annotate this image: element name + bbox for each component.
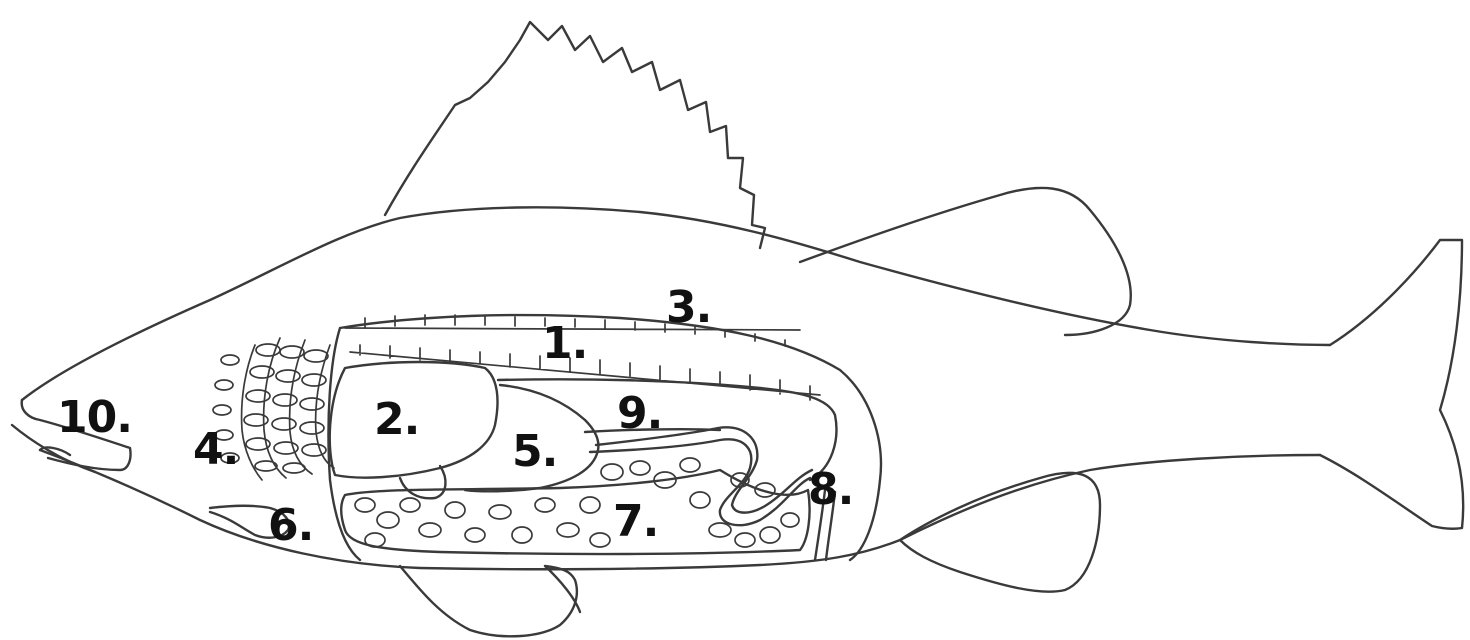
label-3: 3. xyxy=(666,286,711,330)
caudal-fin xyxy=(1320,240,1463,529)
label-6: 6. xyxy=(268,504,313,548)
label-5: 5. xyxy=(512,430,557,474)
label-2: 2. xyxy=(374,398,419,442)
label-1: 1. xyxy=(542,322,587,366)
label-7: 7. xyxy=(613,500,658,544)
anal-fin xyxy=(900,473,1100,592)
label-9: 9. xyxy=(617,392,662,436)
label-10: 10. xyxy=(57,396,132,440)
dorsal-spiny-fin xyxy=(385,22,765,248)
soft-dorsal-fin xyxy=(800,188,1131,335)
label-8: 8. xyxy=(808,468,853,512)
pelvic-fin xyxy=(400,566,580,636)
label-4: 4. xyxy=(193,428,238,472)
